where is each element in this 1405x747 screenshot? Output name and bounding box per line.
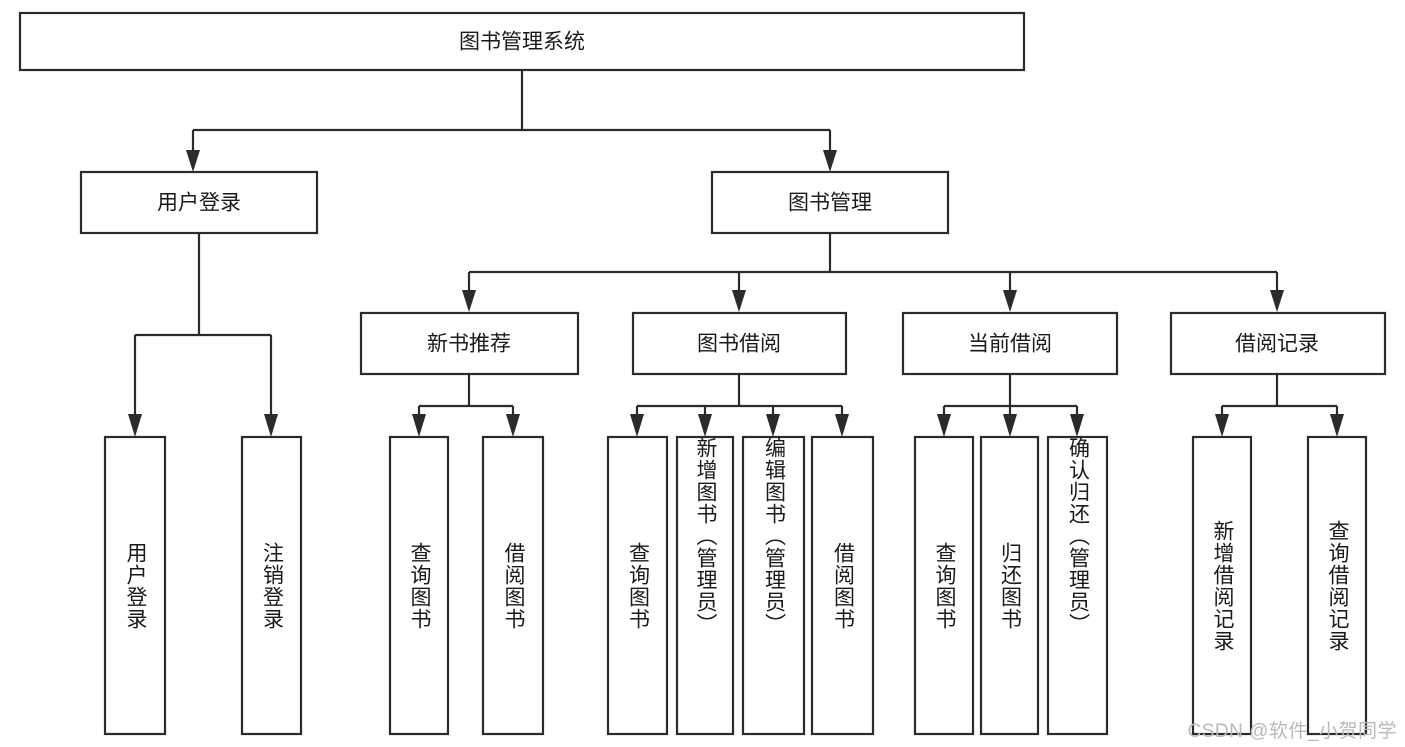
leaf-box-add-borrow-record[interactable] — [1191, 435, 1253, 736]
leaf-box-add-book-admin[interactable] — [675, 435, 735, 736]
leaf-box-borrow-book-2[interactable] — [810, 435, 875, 736]
connector-records-to-leaves — [1215, 374, 1344, 437]
node-book-borrow[interactable]: 图书借阅 — [631, 311, 848, 376]
node-new-book-recommend[interactable]: 新书推荐 — [359, 311, 580, 376]
node-root[interactable]: 图书管理系统 — [18, 11, 1026, 72]
node-borrow-records[interactable]: 借阅记录 — [1169, 311, 1387, 376]
node-book-management-label: 图书管理 — [788, 192, 872, 215]
node-user-login[interactable]: 用户登录 — [79, 170, 319, 235]
connector-bookmgmt-to-level3 — [462, 233, 1284, 312]
leaf-box-query-book-3[interactable] — [913, 435, 975, 736]
csdn-watermark: CSDN @软件_小贺同学 — [1187, 721, 1397, 742]
connector-borrow-to-leaves — [630, 374, 849, 437]
node-book-management[interactable]: 图书管理 — [710, 170, 950, 235]
leaf-box-edit-book-admin[interactable] — [741, 435, 806, 736]
leaf-box-query-borrow-record[interactable] — [1306, 435, 1368, 736]
leaf-box-borrow-book-1[interactable] — [481, 435, 545, 736]
connector-root-to-level2 — [186, 70, 837, 172]
node-book-borrow-label: 图书借阅 — [697, 333, 781, 356]
connector-userlogin-to-leaves — [128, 233, 278, 437]
connector-newbook-to-leaves — [412, 374, 520, 437]
node-current-borrow-label: 当前借阅 — [968, 333, 1052, 356]
leaf-box-return-book[interactable] — [979, 435, 1040, 736]
node-user-login-label: 用户登录 — [157, 192, 241, 215]
leaf-box-query-book-1[interactable] — [388, 435, 450, 736]
leaf-box-confirm-return-admin[interactable] — [1046, 435, 1109, 736]
leaf-box-logout[interactable] — [240, 435, 303, 736]
leaf-box-group — [103, 435, 1368, 736]
connector-current-to-leaves — [937, 374, 1084, 437]
node-new-book-recommend-label: 新书推荐 — [427, 333, 511, 356]
leaf-box-query-book-2[interactable] — [606, 435, 669, 736]
leaf-box-user-login[interactable] — [103, 435, 167, 736]
node-root-label: 图书管理系统 — [459, 31, 585, 54]
node-current-borrow[interactable]: 当前借阅 — [901, 311, 1119, 376]
node-borrow-records-label: 借阅记录 — [1235, 333, 1319, 356]
